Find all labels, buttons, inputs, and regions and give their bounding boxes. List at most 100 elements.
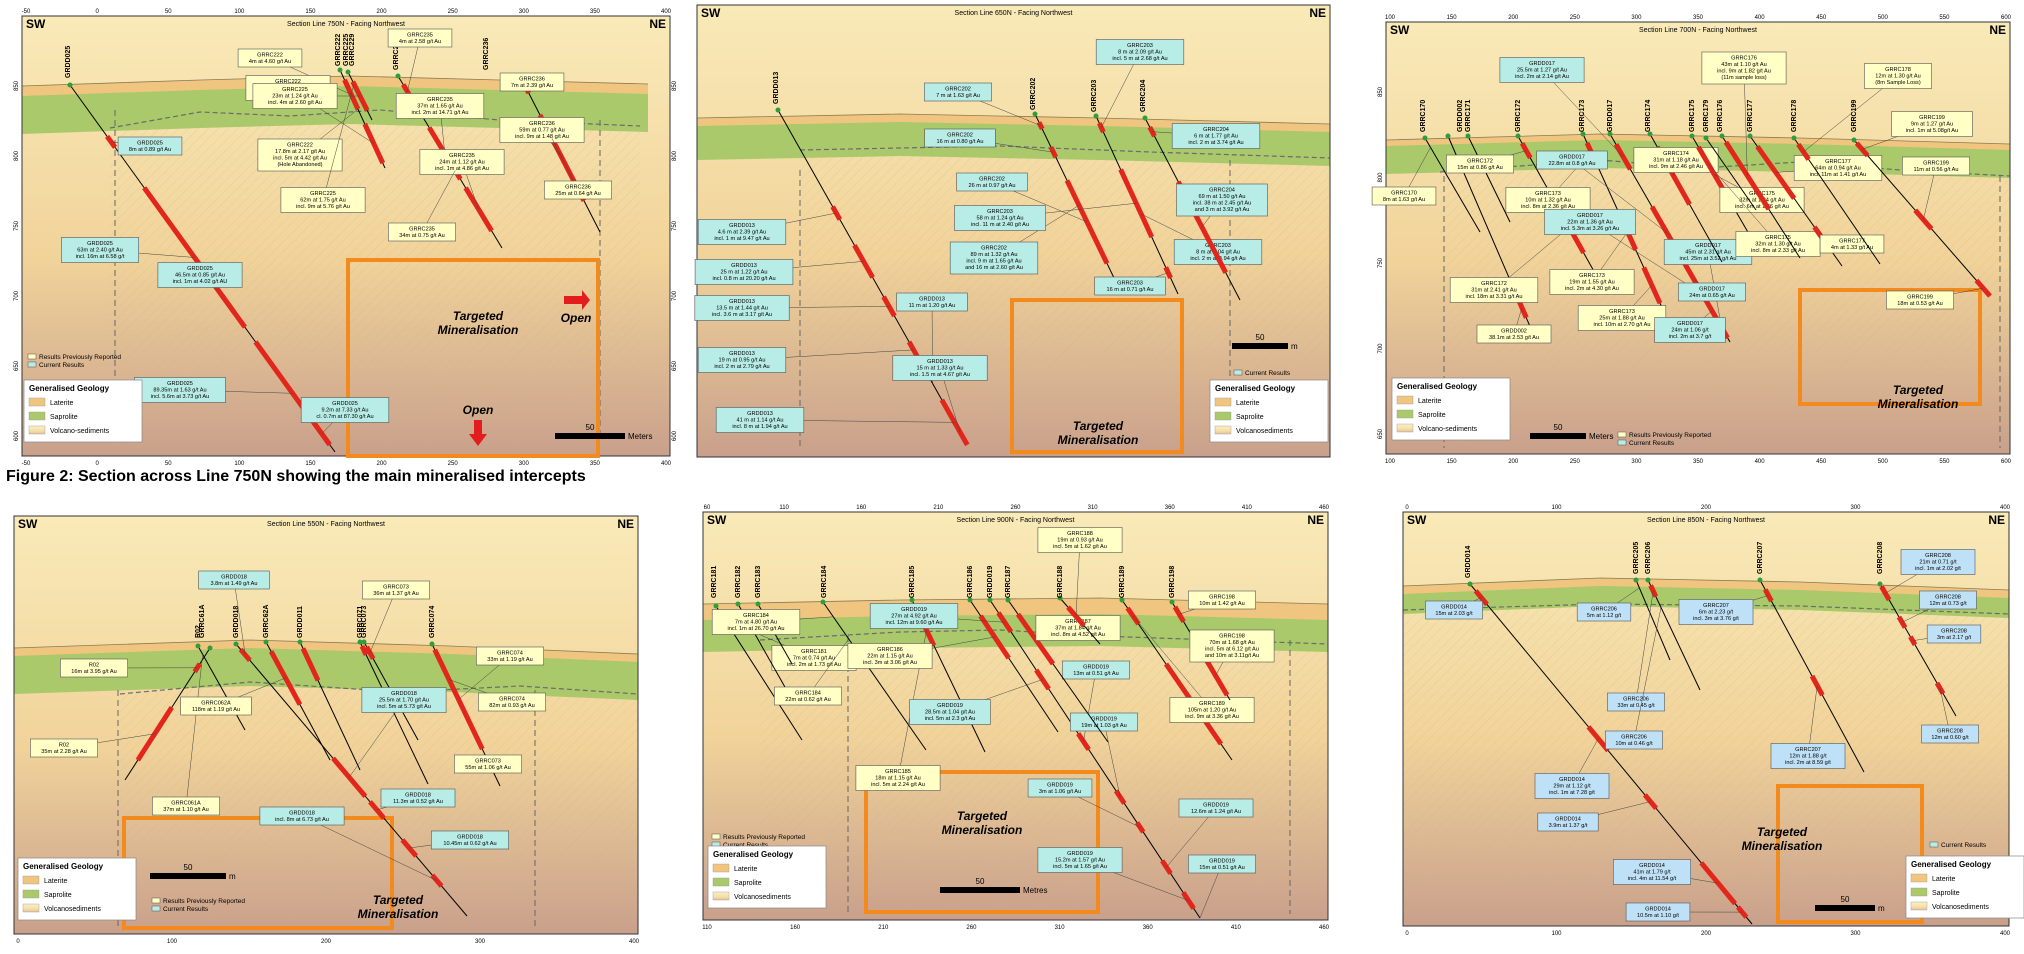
- top-tick-label: 0: [1405, 505, 1409, 511]
- top-tick-label: 400: [2000, 505, 2011, 511]
- laterite-layer: [1386, 134, 2010, 150]
- targeted-mineralisation-box: [1776, 784, 1924, 924]
- intercept-callout: [1188, 590, 1256, 610]
- top-tick-label: 110: [779, 505, 789, 511]
- geology-legend-label: Volcanosediments: [1236, 428, 1293, 435]
- left-tick-label: 600: [14, 430, 20, 441]
- mineralised-envelope: [120, 682, 638, 928]
- intercept-callout: [1188, 854, 1256, 874]
- top-tick-label: 300: [519, 9, 530, 15]
- callout-leader: [1166, 807, 1217, 868]
- targeted-mineralisation-box: [1010, 298, 1184, 454]
- open-arrow-down: [469, 420, 487, 446]
- callout-leader: [369, 589, 397, 653]
- collar-marker: [1719, 133, 1725, 139]
- drill-hole-trace: [197, 645, 246, 731]
- hole-name: GRRC222: [335, 34, 342, 66]
- results-legend-swatch: [151, 905, 161, 912]
- panel-frame: [13, 515, 639, 935]
- results-legend-label: Current Results: [163, 906, 209, 913]
- ground-surface: [1402, 577, 2010, 591]
- intercept-mark: [268, 650, 303, 706]
- top-tick-label: 300: [1850, 505, 1861, 511]
- right-tick-label: 800: [672, 150, 678, 161]
- targeted-mineralisation-box: [346, 258, 600, 458]
- intercept-callout: [1176, 183, 1268, 217]
- collar-marker: [1142, 115, 1148, 121]
- intercept-mark: [1586, 725, 1611, 753]
- collar-marker: [1703, 135, 1709, 141]
- top-tick-label: 160: [856, 505, 867, 511]
- intercept-mark: [852, 244, 875, 279]
- intercept-callout: [157, 262, 243, 288]
- geology-legend-title: Generalised Geology: [713, 850, 794, 859]
- hole-name: GRRC175: [1689, 100, 1696, 132]
- top-tick-label: 200: [377, 9, 388, 15]
- results-legend-swatch: [1617, 431, 1627, 438]
- collar-marker: [755, 601, 761, 607]
- intercept-mark: [881, 295, 897, 318]
- intercept-callout: [361, 687, 447, 713]
- geology-legend-label: Laterite: [1932, 876, 1955, 883]
- top-tick-label: 50: [165, 9, 172, 15]
- ground-surface: [13, 639, 639, 655]
- scale-bar: [555, 433, 625, 439]
- results-legend-swatch: [711, 833, 721, 840]
- top-tick-label: 310: [1088, 505, 1099, 511]
- intercept-mark: [311, 421, 332, 447]
- top-tick-label: 100: [1385, 15, 1396, 21]
- callout-leader: [1571, 159, 1668, 233]
- intercept-callout: [134, 377, 226, 403]
- hole-name: GRRC188: [1057, 566, 1064, 598]
- scale-value: 50: [586, 423, 595, 432]
- scale-value: 50: [1256, 333, 1265, 342]
- geology-legend-swatch: [1214, 411, 1232, 421]
- top-tick-label: 460: [1319, 505, 1330, 511]
- intercept-callout: [499, 72, 565, 92]
- hole-name: GRDD019: [987, 566, 994, 598]
- geology-legend-swatch: [1910, 901, 1928, 911]
- collar-marker: [1580, 131, 1586, 137]
- intercept-callout: [774, 686, 842, 706]
- bottom-tick-label: 150: [1447, 459, 1458, 465]
- results-legend-label: Results Previously Reported: [163, 898, 245, 905]
- scale-unit: Metres: [1023, 886, 1047, 895]
- intercept-callout: [1544, 209, 1636, 235]
- geology-legend-label: Volcanosediments: [1932, 904, 1989, 911]
- geology-legend-swatch: [1396, 395, 1414, 405]
- top-tick-label: 400: [1755, 15, 1766, 21]
- hole-name: GRRC177: [1747, 100, 1754, 132]
- collar-marker: [1633, 577, 1639, 583]
- collar-marker: [775, 107, 781, 113]
- intercept-callout: [1027, 778, 1093, 798]
- right-tick-label: 850: [672, 80, 678, 91]
- intercept-callout: [697, 347, 787, 373]
- intercept-callout: [1070, 712, 1138, 732]
- intercept-callout: [1094, 276, 1166, 296]
- intercept-callout: [1678, 599, 1754, 625]
- collar-marker: [1757, 577, 1763, 583]
- geology-legend-swatch: [28, 425, 46, 435]
- top-tick-label: 200: [1508, 15, 1519, 21]
- bottom-tick-label: 100: [1551, 931, 1562, 937]
- hole-name: GRRC189: [1119, 566, 1126, 598]
- bottom-tick-label: 110: [702, 925, 712, 931]
- collar-marker: [1645, 577, 1651, 583]
- intercept-callout: [259, 806, 345, 826]
- intercept-callout: [1189, 629, 1275, 663]
- collar-marker: [987, 597, 993, 603]
